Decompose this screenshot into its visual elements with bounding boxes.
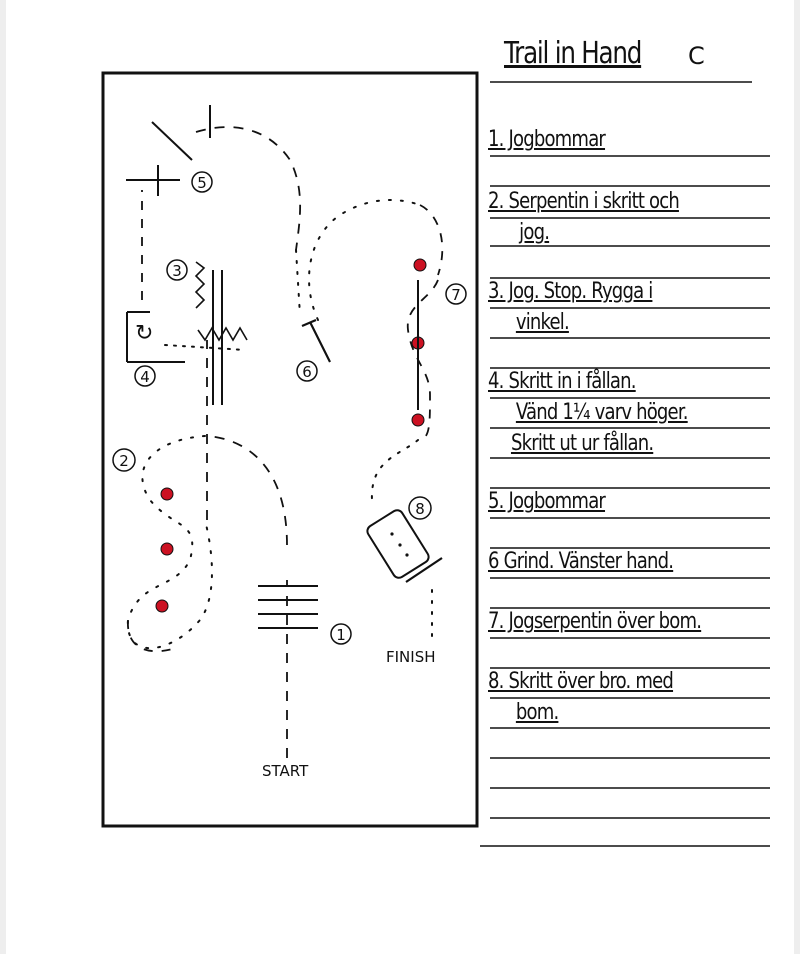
obstacle-5-jog-poles [126, 105, 211, 196]
path-to-gate [295, 249, 301, 316]
instruction-7: 7. Jogserpentin över bom. [488, 606, 734, 637]
obstacle-7-cones [411, 258, 427, 427]
svg-text:4: 4 [140, 368, 150, 386]
cone [160, 487, 174, 501]
svg-text:3: 3 [172, 262, 182, 280]
marker-2: 2 [112, 448, 136, 472]
path-serpentine [126, 435, 213, 650]
arena-border [101, 71, 479, 828]
path-pen-dots [164, 344, 246, 351]
path-obstacle-7 [407, 279, 439, 441]
course-variant: C [688, 42, 705, 70]
instruction-line: 4. Skritt in i fållan. [488, 369, 637, 394]
svg-text:7: 7 [451, 286, 461, 304]
svg-text:2: 2 [119, 452, 129, 470]
instruction-line: 6 Grind. Vänster hand. [488, 549, 674, 574]
cone [413, 258, 427, 272]
instruction-8: 8. Skritt över bro. med bom. [488, 666, 734, 728]
start-label: START [262, 762, 309, 780]
instruction-1: 1. Jogbommar [488, 124, 734, 155]
instruction-line: 5. Jogbommar [488, 489, 606, 514]
marker-6: 6 [296, 360, 318, 382]
svg-text:6: 6 [302, 363, 312, 381]
path-serpentine-dash [127, 619, 177, 653]
path-to-serpentine [207, 435, 288, 546]
instruction-2: 2. Serpentin i skritt och jog. [488, 186, 734, 248]
page-edge-right [794, 0, 800, 954]
obstacle-2-serpentine [155, 487, 174, 613]
svg-text:1: 1 [336, 626, 346, 644]
finish-label: FINISH [386, 648, 436, 666]
marker-7: 7 [445, 283, 467, 305]
ruled-lines [480, 81, 770, 847]
cone [155, 599, 169, 613]
marker-5: 5 [191, 171, 213, 193]
instruction-line: 7. Jogserpentin över bom. [488, 609, 702, 634]
marker-1: 1 [330, 623, 352, 645]
obstacle-8-bridge [366, 509, 443, 583]
path-arch-right [419, 204, 444, 276]
page-title: Trail in Hand [504, 36, 642, 71]
instruction-line: 3. Jog. Stop. Rygga i [488, 279, 653, 304]
marker-4: 4 [134, 365, 156, 387]
instruction-line: 1. Jogbommar [488, 127, 606, 152]
instruction-line: Skritt ut ur fållan. [510, 431, 654, 456]
turn-marker-icon: ↻ [135, 321, 153, 346]
instruction-5: 5. Jogbommar [488, 486, 734, 517]
path-loop-top [195, 126, 302, 251]
instruction-3: 3. Jog. Stop. Rygga i vinkel. [488, 276, 734, 338]
instruction-line: jog. [519, 220, 550, 245]
path-to-bridge [370, 439, 419, 501]
obstacle-1-jog-poles [258, 585, 318, 629]
obstacle-3-4-pen [126, 261, 248, 405]
instruction-line: 2. Serpentin i skritt och [488, 189, 680, 214]
svg-text:8: 8 [415, 500, 425, 518]
page-edge-left [0, 0, 6, 954]
path-after-gate [308, 199, 421, 321]
marker-8: 8 [408, 496, 432, 520]
instruction-line: 8. Skritt över bro. med [488, 669, 674, 694]
instruction-6: 6 Grind. Vänster hand. [488, 546, 734, 577]
obstacle-6-gate [301, 318, 331, 363]
cone [411, 413, 425, 427]
instruction-line: Vänd 1¼ varv höger. [515, 400, 689, 425]
instruction-line: bom. [515, 700, 559, 725]
instruction-line: vinkel. [515, 310, 570, 335]
cone [160, 542, 174, 556]
svg-text:5: 5 [197, 174, 207, 192]
instruction-4: 4. Skritt in i fållan. Vänd 1¼ varv höge… [488, 366, 734, 459]
marker-3: 3 [166, 259, 188, 281]
